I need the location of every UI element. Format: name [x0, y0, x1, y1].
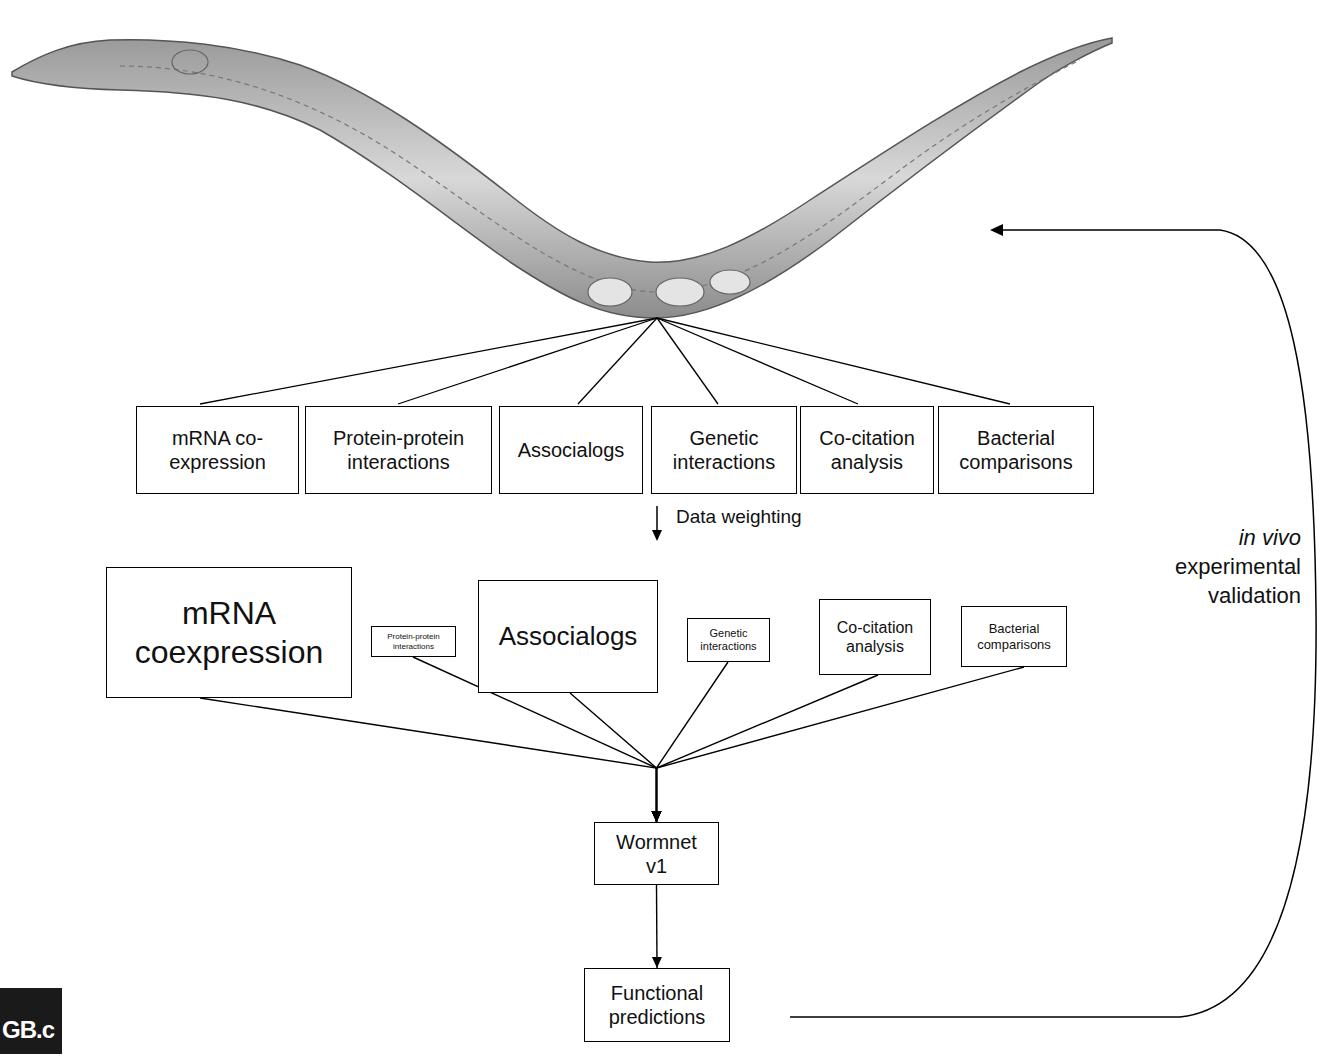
box-text: Genetic interactions [693, 627, 764, 653]
arrow-head [652, 957, 662, 968]
box-text: Protein-protein interactions [314, 426, 483, 474]
weighted-box: mRNA coexpression [106, 567, 352, 698]
source-box: Associalogs [499, 406, 643, 494]
worm-illustration [12, 38, 1112, 318]
validation-loop [790, 224, 1316, 1017]
source-box: mRNA co-expression [136, 406, 299, 494]
step-label: Data weighting [673, 505, 805, 530]
box-text: Co-citation analysis [809, 426, 925, 474]
weighted-box: Protein-protein interactions [371, 626, 456, 657]
journal-logo: GB.c [0, 988, 62, 1054]
weighted-box: Co-citation analysis [819, 599, 931, 675]
source-box: Co-citation analysis [800, 406, 934, 494]
box-text: Genetic interactions [660, 426, 788, 474]
arrow-head [652, 811, 662, 822]
box-text: Bacterial comparisons [968, 621, 1060, 652]
arrow-head [652, 811, 662, 822]
box-text: Protein-protein interactions [376, 632, 451, 651]
arrow-head [652, 811, 662, 822]
weighting-arrow [652, 506, 662, 541]
arrow-head [652, 811, 662, 822]
box-text: Associalogs [518, 438, 625, 462]
source-box: Bacterial comparisons [938, 406, 1094, 494]
connector [570, 693, 662, 822]
connector [652, 885, 662, 968]
loop-label: in vivo [1236, 524, 1304, 553]
connector [652, 675, 879, 822]
arrow-head [652, 811, 662, 822]
loop-label: experimental validation [1158, 553, 1304, 610]
process-box: Functional predictions [584, 968, 730, 1042]
weighted-box: Genetic interactions [687, 618, 770, 662]
connector [200, 698, 662, 822]
box-text: Wormnet v1 [611, 830, 702, 878]
box-text: mRNA coexpression [115, 594, 343, 671]
process-box: Wormnet v1 [594, 822, 719, 885]
connector [652, 667, 1025, 822]
weighted-box: Associalogs [478, 580, 658, 693]
source-box: Protein-protein interactions [305, 406, 492, 494]
connector [652, 662, 729, 822]
box-text: mRNA co-expression [145, 426, 290, 474]
box-text: Co-citation analysis [826, 618, 924, 656]
box-text: Associalogs [499, 621, 638, 652]
arrow-head [652, 811, 662, 822]
box-text: Bacterial comparisons [947, 426, 1085, 474]
box-text: Functional predictions [603, 981, 711, 1029]
source-lines [200, 318, 1010, 404]
source-box: Genetic interactions [651, 406, 797, 494]
weighted-box: Bacterial comparisons [961, 606, 1067, 667]
